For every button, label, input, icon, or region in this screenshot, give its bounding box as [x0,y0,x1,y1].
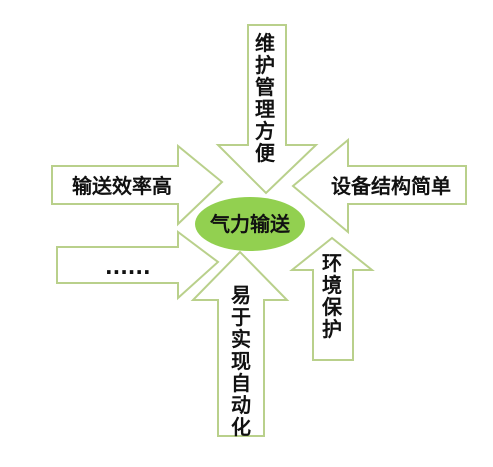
arrow-right: 设备结构简单 [291,137,467,235]
arrow-bottom-right-label: 环境保护 [321,251,343,341]
arrow-left-lower: ...... [56,230,220,301]
arrow-bottom-right: 环境保护 [289,236,375,361]
arrow-left-upper-label: 输送效率高 [72,174,172,198]
center-node: 气力输送 [195,197,305,251]
center-ellipse [195,197,305,251]
arrow-bottom: 易于实现自动化 [190,250,290,439]
arrow-left-lower-label: ...... [105,255,151,279]
arrow-left-upper: 输送效率高 [51,143,224,227]
arrow-bottom-label: 易于实现自动化 [231,283,251,439]
arrow-right-label: 设备结构简单 [331,174,451,198]
arrow-top-label: 维护管理方便 [255,31,276,165]
arrow-top: 维护管理方便 [215,24,319,195]
center-label: 气力输送 [209,212,291,236]
